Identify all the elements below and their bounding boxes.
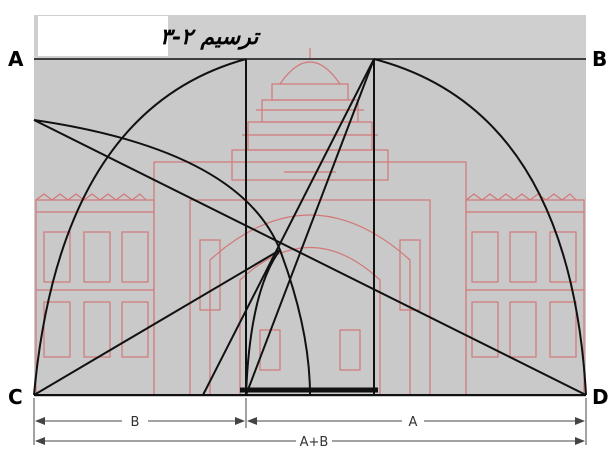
arc-right-large: [373, 58, 587, 396]
arc-small-center: [245, 249, 281, 396]
dimension-lines: [33, 398, 587, 445]
figure-caption: ترسیم ۲-۳: [160, 24, 261, 50]
vertex-label-d: D: [592, 385, 609, 409]
vertex-label-b: B: [592, 47, 607, 71]
vertex-label-c: C: [8, 385, 23, 409]
construction-lines: [33, 58, 587, 396]
diagonal-c-to-midpoint: [33, 249, 281, 396]
dimension-label-total: A+B: [300, 435, 329, 450]
arc-left-large: [33, 58, 247, 396]
diagonal-to-d: [33, 119, 587, 396]
diagonal-b-to-square: [245, 58, 375, 396]
dimension-label-a: A: [409, 415, 418, 430]
caption-box: [38, 16, 168, 56]
diagonal-b-to-base: [202, 58, 375, 396]
photo-background: [34, 15, 586, 397]
vertex-label-a: A: [8, 47, 24, 71]
building-facade: [35, 48, 585, 396]
arc-upper-left: [33, 119, 311, 396]
dimension-label-b: B: [131, 415, 140, 430]
